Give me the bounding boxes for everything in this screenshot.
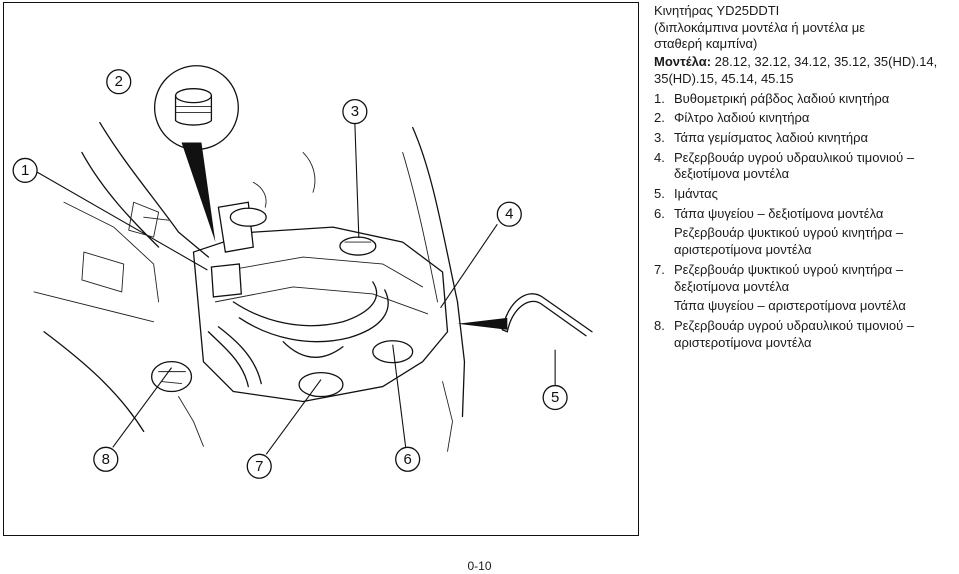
legend-text: Κινητήρας YD25DDTI (διπλοκάμπινα μοντέλα… xyxy=(654,3,954,351)
callout-1-number: 1 xyxy=(21,162,29,179)
legend-item-number: 2. xyxy=(654,110,665,126)
callout-2: 2 xyxy=(106,69,132,95)
legend-item: 5. Ιμάντας xyxy=(654,186,954,203)
legend-item-text: Τάπα ψυγείου – δεξιοτίμονα μοντέλα xyxy=(674,205,884,221)
legend-item-text: Τάπα γεμίσματος λαδιού κινητήρα xyxy=(674,129,868,145)
callout-8-number: 8 xyxy=(102,451,110,468)
legend-item: 7. Ρεζερβουάρ ψυκτικού υγρού κινητήρα – … xyxy=(654,262,954,295)
title-line: Κινητήρας YD25DDTI xyxy=(654,3,780,18)
callout-6: 6 xyxy=(395,446,421,472)
callout-6-number: 6 xyxy=(404,451,412,468)
page-number: 0-10 xyxy=(467,559,492,573)
legend-item-number: 5. xyxy=(654,186,665,202)
callout-3-number: 3 xyxy=(351,103,359,120)
models-value: 28.12, 32.12, 34.12, 35.12, 35(HD).14, 3… xyxy=(654,54,938,86)
legend-item: 1. Βυθομετρική ράβδος λαδιού κινητήρα xyxy=(654,91,954,108)
callout-7: 7 xyxy=(246,453,272,479)
legend-item-text: Φίλτρο λαδιού κινητήρα xyxy=(674,110,810,126)
legend-item-number: 6. xyxy=(654,205,665,221)
callout-3: 3 xyxy=(342,98,368,125)
section-title: Κινητήρας YD25DDTI (διπλοκάμπινα μοντέλα… xyxy=(654,3,954,53)
legend-item: 8. Ρεζερβουάρ υγρού υδραυλικού τιμονιού … xyxy=(654,318,954,351)
callout-4: 4 xyxy=(496,201,522,227)
callout-4-number: 4 xyxy=(505,206,513,223)
title-line: σταθερή καμπίνα) xyxy=(654,36,758,52)
legend-item: 4. Ρεζερβουάρ υγρού υδραυλικού τιμονιού … xyxy=(654,150,954,183)
legend-item: 6. Τάπα ψυγείου – δεξιοτίμονα μοντέλα xyxy=(654,206,954,223)
legend-item-text: Βυθομετρική ράβδος λαδιού κινητήρα xyxy=(674,90,890,106)
models-label: Μοντέλα: xyxy=(654,54,712,70)
engine-bay-linework xyxy=(33,121,466,452)
callout-5-number: 5 xyxy=(551,389,559,406)
legend-item: 2. Φίλτρο λαδιού κινητήρα xyxy=(654,110,954,127)
legend-item-subtext: Ρεζερβουάρ ψυκτικού υγρού κινητήρα – αρι… xyxy=(674,225,904,258)
legend-item-number: 1. xyxy=(654,90,665,106)
callout-8: 8 xyxy=(93,446,119,472)
callout-2-number: 2 xyxy=(115,73,123,90)
legend-item: 3. Τάπα γεμίσματος λαδιού κινητήρα xyxy=(654,130,954,147)
legend-item-text: Ρεζερβουάρ υγρού υδραυλικού τιμονιού – δ… xyxy=(674,149,915,182)
callout-7-number: 7 xyxy=(255,458,263,475)
callout-5: 5 xyxy=(542,384,568,411)
legend-item-text: Ρεζερβουάρ ψυκτικού υγρού κινητήρα – δεξ… xyxy=(674,261,904,294)
legend-item-number: 8. xyxy=(654,317,665,333)
title-line: (διπλοκάμπινα μοντέλα ή μοντέλα με xyxy=(654,19,866,35)
engine-bay-diagram: 1 2 3 4 5 6 7 8 xyxy=(3,2,639,536)
callout-1: 1 xyxy=(12,157,38,183)
legend-item-text: Ιμάντας xyxy=(674,186,718,202)
legend-item-subtext: Τάπα ψυγείου – αριστεροτίμονα μοντέλα xyxy=(674,298,906,314)
legend-item-text: Ρεζερβουάρ υγρού υδραυλικού τιμονιού – α… xyxy=(674,317,915,350)
legend-item-number: 3. xyxy=(654,129,665,145)
belt-inset xyxy=(457,293,593,337)
models-line: Μοντέλα: 28.12, 32.12, 34.12, 35.12, 35(… xyxy=(654,54,954,87)
legend-item-number: 7. xyxy=(654,261,665,277)
legend-item-number: 4. xyxy=(654,149,665,165)
